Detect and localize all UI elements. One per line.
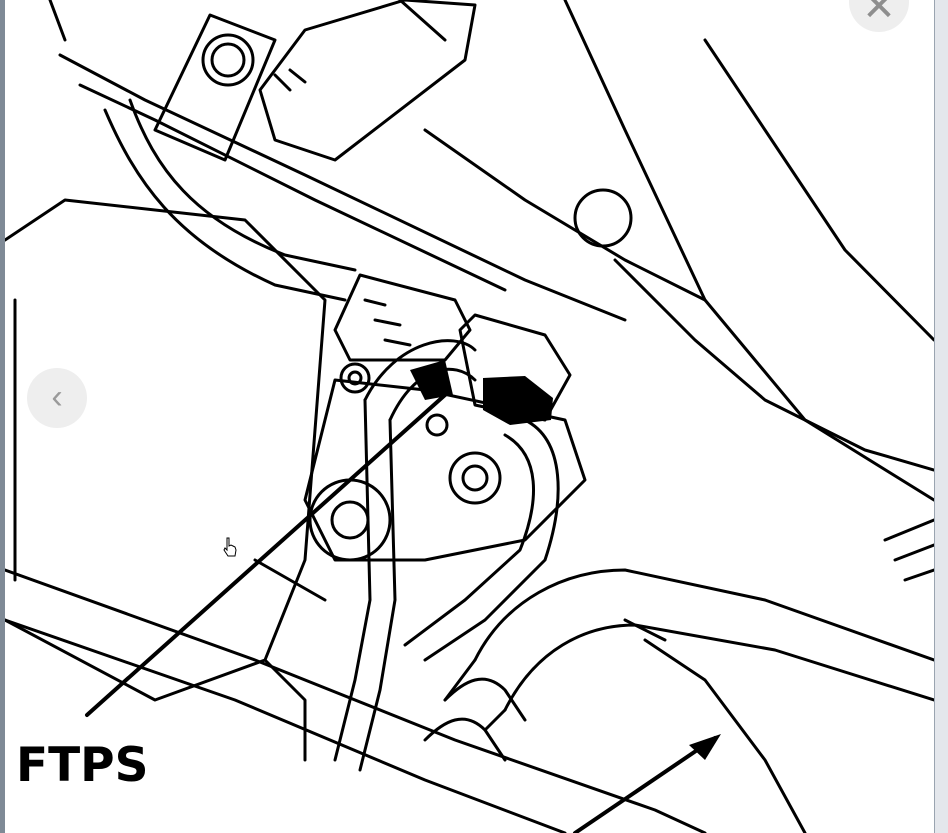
window-frame-left — [0, 0, 5, 833]
hand-pointer-icon — [223, 537, 237, 557]
previous-image-button[interactable]: ‹ — [27, 368, 87, 428]
window-frame-right — [934, 0, 948, 833]
chevron-left-icon: ‹ — [51, 378, 63, 416]
sensor-body — [410, 360, 453, 400]
ftps-callout-label: FTPS — [16, 738, 149, 793]
sensor-connector — [483, 376, 553, 425]
arrowhead-icon — [689, 734, 721, 760]
close-icon: ✕ — [862, 0, 896, 29]
line-drawing — [5, 0, 934, 833]
drawing-linework — [5, 0, 934, 833]
